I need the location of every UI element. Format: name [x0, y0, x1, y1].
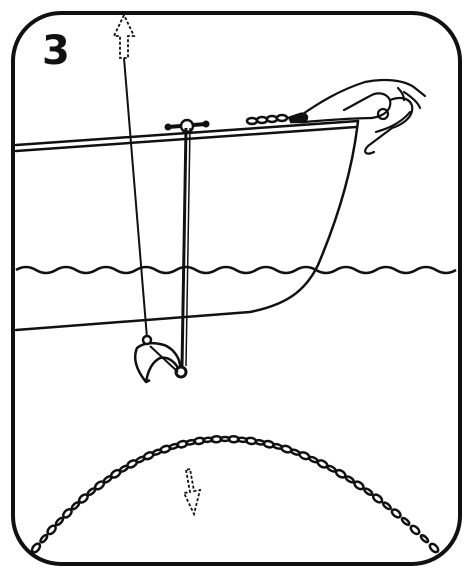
dashed-down-arrow-icon — [182, 467, 202, 517]
hand-icon — [298, 78, 427, 155]
chain-link — [70, 501, 81, 511]
chain-link — [409, 524, 421, 536]
chain-link — [390, 508, 402, 519]
anchor-icon — [133, 334, 188, 384]
panel-frame — [11, 11, 462, 566]
chain-link — [62, 508, 73, 519]
chain-link — [353, 480, 365, 491]
waterline — [15, 265, 457, 275]
chain-link — [30, 542, 42, 554]
deck-chain — [245, 112, 309, 126]
chain-link — [400, 516, 411, 526]
chain-link — [371, 493, 384, 504]
anchor-rode-shadow — [185, 127, 191, 367]
anchor-rode — [180, 127, 188, 369]
step-number: 3 — [42, 28, 70, 74]
trip-line — [123, 57, 148, 339]
bow-stem — [14, 119, 360, 332]
chain-link — [326, 464, 337, 473]
chain-link — [344, 475, 356, 484]
seabed-chain — [30, 434, 440, 554]
chain-link — [363, 487, 374, 497]
chain-link — [428, 542, 440, 554]
chain-link — [46, 524, 57, 536]
chain-link — [39, 533, 49, 544]
chain-link — [54, 516, 65, 527]
dashed-up-arrow-icon — [112, 12, 136, 59]
chain-link — [419, 534, 430, 544]
chain-link — [381, 501, 392, 511]
